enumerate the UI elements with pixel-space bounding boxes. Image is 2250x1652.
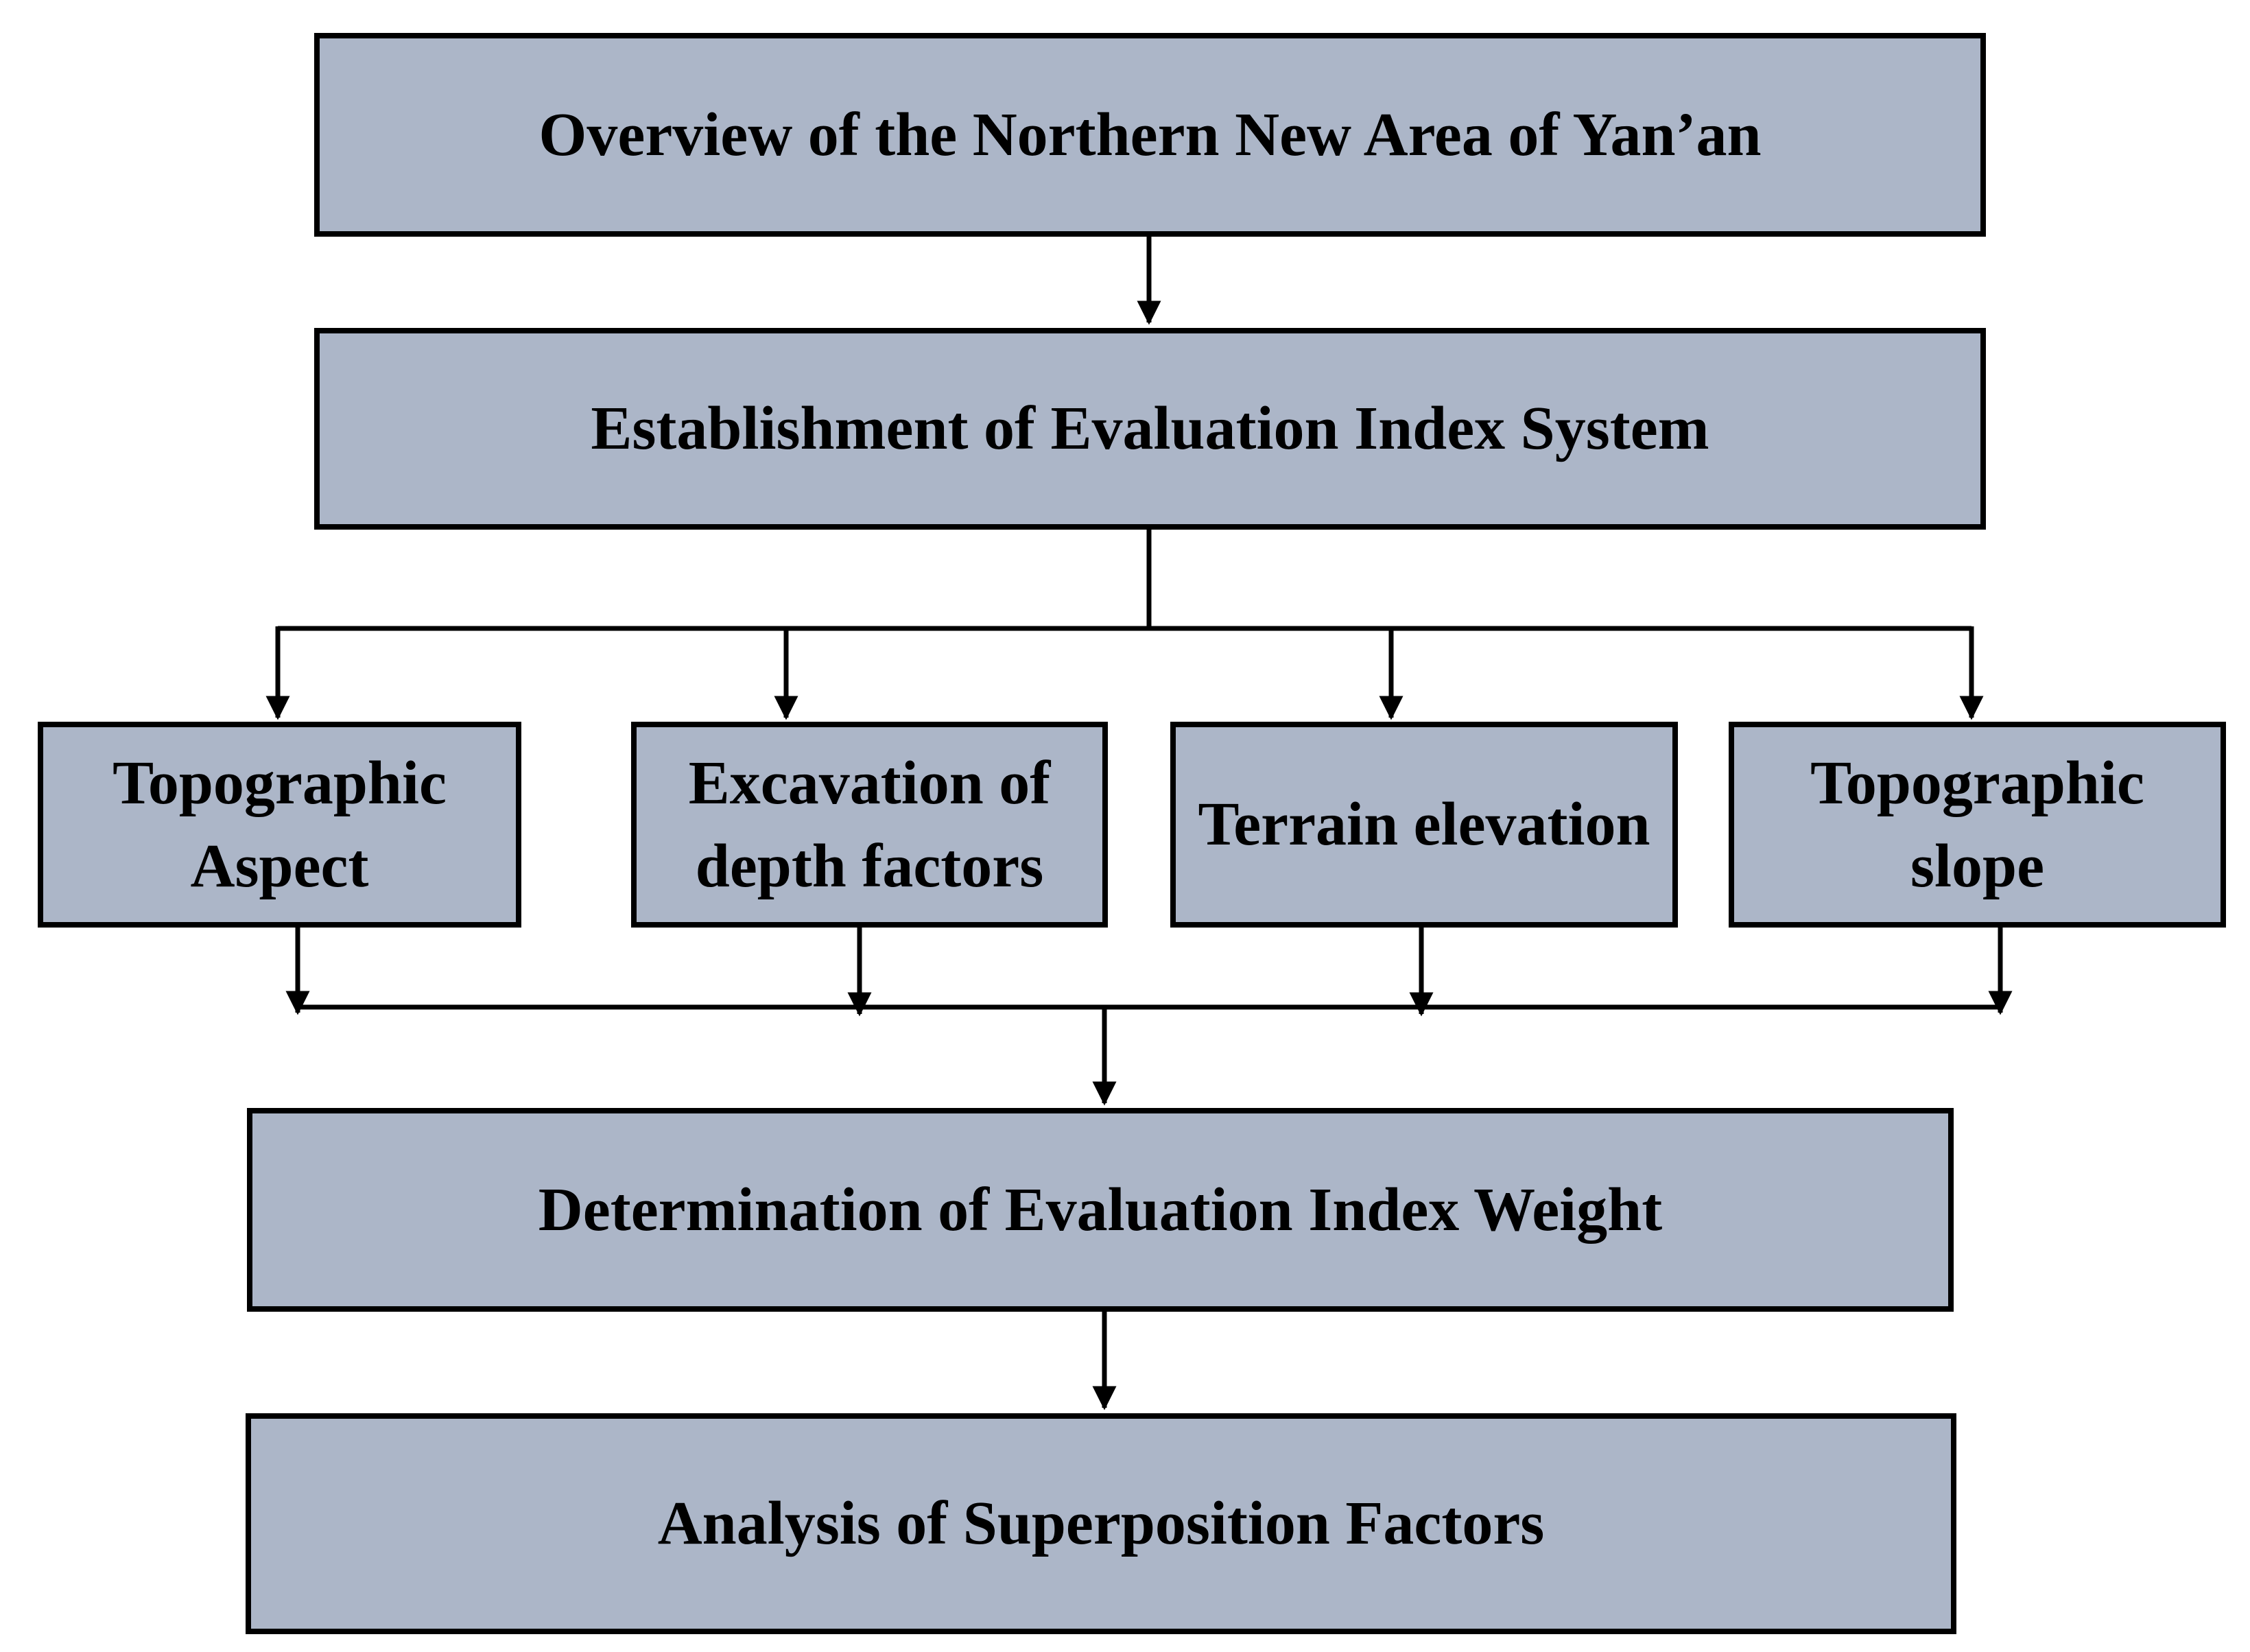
node-establishment-label: Establishment of Evaluation Index System — [591, 394, 1709, 463]
node-topographic-aspect: Topographic Aspect — [38, 722, 521, 928]
node-topographic-slope-label: Topographic slope — [1810, 748, 2144, 901]
node-overview: Overview of the Northern New Area of Yan… — [314, 33, 1986, 237]
node-topographic-slope: Topographic slope — [1729, 722, 2226, 928]
node-establishment: Establishment of Evaluation Index System — [314, 328, 1986, 530]
node-topographic-aspect-label: Topographic Aspect — [113, 748, 447, 901]
node-terrain-elevation: Terrain elevation — [1170, 722, 1678, 928]
node-terrain-elevation-label: Terrain elevation — [1198, 790, 1650, 859]
node-determination: Determination of Evaluation Index Weight — [247, 1108, 1954, 1312]
node-analysis-label: Analysis of Superposition Factors — [657, 1489, 1545, 1558]
node-excavation-depth: Excavation of depth factors — [631, 722, 1108, 928]
node-excavation-depth-label: Excavation of depth factors — [688, 748, 1051, 901]
node-determination-label: Determination of Evaluation Index Weight — [538, 1175, 1663, 1244]
node-analysis: Analysis of Superposition Factors — [246, 1413, 1956, 1634]
node-overview-label: Overview of the Northern New Area of Yan… — [538, 100, 1762, 169]
